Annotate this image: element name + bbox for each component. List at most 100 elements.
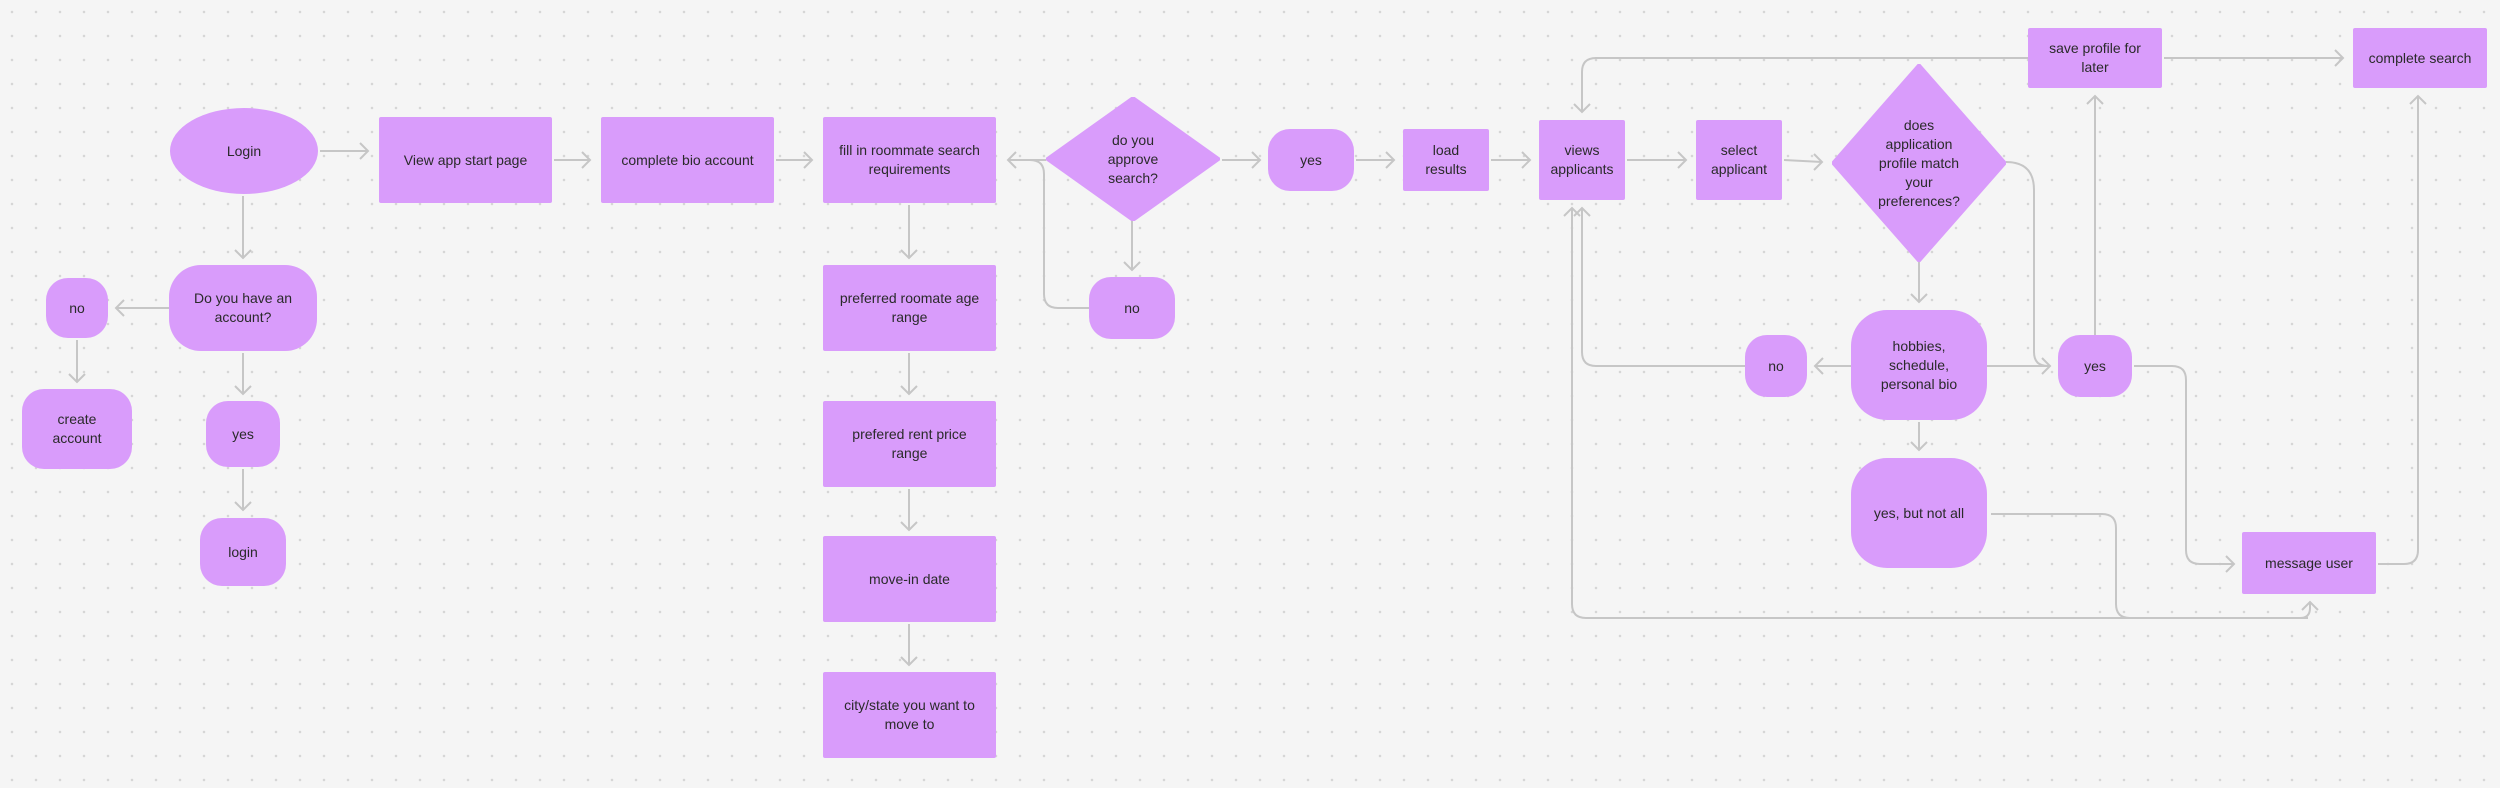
- edge-message-to-complete: [2378, 94, 2427, 565]
- edge-match-to-yes: [2005, 161, 2050, 367]
- edge-no-to-search-line: [1008, 159, 1089, 309]
- node-no-search[interactable]: no: [1089, 277, 1175, 339]
- edge-match-to-yes-line: [2005, 161, 2050, 367]
- edge-match-to-hobbies-arrowhead: [1910, 293, 1928, 304]
- edge-hobbies-to-no: [1813, 357, 1851, 375]
- edge-views-to-select-arrowhead: [1677, 151, 1688, 169]
- node-view-app-start-page[interactable]: View app start page: [379, 117, 552, 203]
- edge-age-to-rent: [900, 353, 918, 396]
- edge-no-to-create-arrowhead: [68, 373, 86, 384]
- node-city-state[interactable]: city/state you want to move to: [823, 672, 996, 758]
- node-create-account[interactable]: create account: [22, 389, 132, 469]
- node-login-final[interactable]: login: [200, 518, 286, 586]
- edge-yes-to-login-arrowhead: [234, 501, 252, 512]
- edge-bio-to-search: [776, 151, 814, 169]
- node-move-in-date[interactable]: move-in date: [823, 536, 996, 622]
- edge-login-to-view-app-arrowhead: [359, 142, 370, 160]
- node-hobbies-label: hobbies, schedule, personal bio: [1880, 337, 1958, 392]
- node-yes-match-label: yes: [2084, 357, 2106, 374]
- edge-approve-to-yes: [1222, 151, 1262, 169]
- node-move-in-label: move-in date: [869, 570, 950, 587]
- edge-account-q-to-no-arrowhead: [114, 299, 125, 317]
- edge-bottom-loop-to-views-line: [1571, 208, 2308, 619]
- node-fill-search-label: fill in roommate search requirements: [839, 142, 980, 177]
- edge-move-to-city: [900, 624, 918, 667]
- node-have-account-question[interactable]: Do you have an account?: [169, 265, 317, 351]
- node-message-user[interactable]: message user: [2242, 532, 2376, 594]
- node-no-match[interactable]: no: [1745, 335, 1807, 397]
- edge-save-to-complete: [2164, 49, 2345, 67]
- edge-partial-to-message-line: [1991, 513, 2311, 619]
- node-view-app-label: View app start page: [403, 151, 528, 168]
- edge-save-to-views-line: [1581, 57, 2028, 112]
- edge-account-q-to-no: [114, 299, 169, 317]
- edge-no-to-create: [68, 340, 86, 384]
- edge-views-to-select: [1627, 151, 1688, 169]
- edge-view-app-to-bio-arrowhead: [581, 151, 592, 169]
- node-complete-bio-account[interactable]: complete bio account: [601, 117, 774, 203]
- edge-bottom-loop-to-views-arrowhead: [1563, 206, 1581, 217]
- node-yes-partial-label: yes, but not all: [1873, 504, 1965, 521]
- edge-approve-to-no-arrowhead: [1123, 261, 1141, 272]
- edge-hobbies-to-partial-arrowhead: [1910, 441, 1928, 452]
- edge-rent-to-move: [900, 489, 918, 532]
- edge-yes-to-message-line: [2134, 365, 2234, 565]
- edge-yes-to-message-arrowhead: [2225, 555, 2236, 573]
- node-complete-search[interactable]: complete search: [2353, 28, 2487, 88]
- node-pref-rent-label: prefered rent price range: [852, 426, 967, 461]
- edge-bio-to-search-arrowhead: [803, 151, 814, 169]
- node-yes-but-not-all[interactable]: yes, but not all: [1851, 458, 1987, 568]
- edge-no-to-views: [1573, 206, 1745, 367]
- node-profile-match-decision[interactable]: does application profile match your pref…: [1832, 64, 2006, 262]
- node-login-start-label: Login: [226, 142, 262, 159]
- edge-select-to-match-line: [1783, 159, 1823, 163]
- node-login-start[interactable]: Login: [170, 108, 318, 194]
- node-load-results[interactable]: load results: [1403, 129, 1489, 191]
- node-no-match-label: no: [1768, 357, 1784, 374]
- diamond-shape: [1832, 64, 2006, 262]
- node-approve-search-decision[interactable]: do you approve search?: [1046, 97, 1220, 221]
- edge-save-to-complete-arrowhead: [2334, 49, 2345, 67]
- node-save-profile-for-later[interactable]: save profile for later: [2028, 28, 2162, 88]
- node-yes-match[interactable]: yes: [2058, 335, 2132, 397]
- edge-login-to-account-q: [234, 196, 252, 260]
- node-select-applicant[interactable]: select applicant: [1696, 120, 1782, 200]
- edge-no-to-search: [1008, 159, 1089, 309]
- node-message-user-label: message user: [2265, 554, 2353, 571]
- node-yes-search-label: yes: [1300, 151, 1322, 168]
- edge-match-to-hobbies: [1910, 262, 1928, 304]
- edge-approve-to-no: [1123, 221, 1141, 272]
- edge-load-to-views: [1491, 151, 1532, 169]
- edge-account-q-to-yes-arrowhead: [234, 385, 252, 396]
- edge-yes-to-load-arrowhead: [1385, 151, 1396, 169]
- edge-select-to-match-arrowhead: [1813, 153, 1824, 171]
- edge-bottom-loop-to-views: [1563, 206, 2308, 619]
- edge-yes-to-save-arrowhead: [2086, 94, 2104, 105]
- edge-rent-to-move-arrowhead: [900, 521, 918, 532]
- node-fill-roommate-search[interactable]: fill in roommate search requirements: [823, 117, 996, 203]
- node-select-applicant-label: select applicant: [1710, 142, 1768, 177]
- edge-hobbies-to-yes: [1987, 357, 2052, 375]
- node-preferred-age-range[interactable]: preferred roomate age range: [823, 265, 996, 351]
- node-yes-search[interactable]: yes: [1268, 129, 1354, 191]
- node-no-search-label: no: [1124, 299, 1140, 316]
- edge-approve-to-yes-arrowhead: [1251, 151, 1262, 169]
- node-views-applicants[interactable]: views applicants: [1539, 120, 1625, 200]
- edge-account-q-to-yes: [234, 353, 252, 396]
- diamond-shape: [1046, 97, 1220, 221]
- node-no-account[interactable]: no: [46, 278, 108, 338]
- edge-yes-to-message: [2134, 365, 2236, 573]
- node-hobbies-schedule-bio[interactable]: hobbies, schedule, personal bio: [1851, 310, 1987, 420]
- edge-save-to-views: [1573, 57, 2028, 114]
- edge-yes-to-load: [1356, 151, 1396, 169]
- node-no-account-label: no: [69, 299, 85, 316]
- node-preferred-rent-range[interactable]: prefered rent price range: [823, 401, 996, 487]
- node-have-account-label: Do you have an account?: [193, 290, 293, 325]
- node-city-state-label: city/state you want to move to: [844, 697, 975, 732]
- edge-search-to-age: [900, 205, 918, 260]
- node-save-profile-label: save profile for later: [2049, 40, 2141, 75]
- edge-load-to-views-arrowhead: [1521, 151, 1532, 169]
- node-yes-account[interactable]: yes: [206, 401, 280, 467]
- node-complete-bio-label: complete bio account: [621, 151, 754, 168]
- edge-partial-to-message-arrowhead: [2301, 600, 2319, 611]
